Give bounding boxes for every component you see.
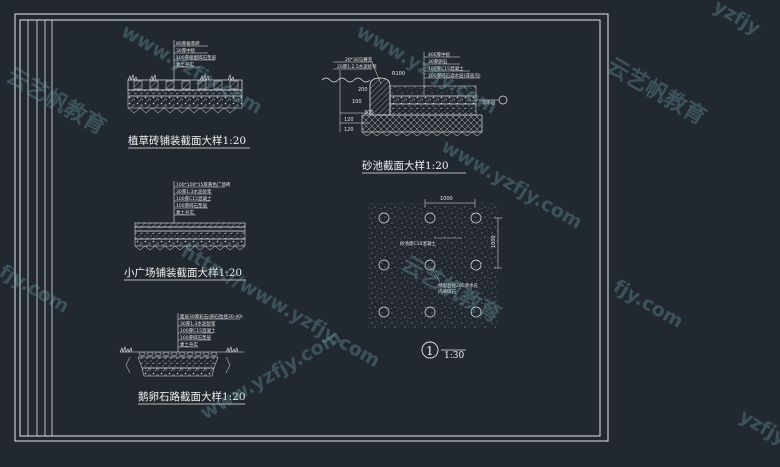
pebble-layer-4: 100厚碎石垫层: [180, 334, 212, 341]
detail-marker-scale: 1:30: [444, 351, 464, 361]
pebble-section: 面层30厚彩石(卵石粒径30-40) 30厚1:3水泥砂浆 100厚C15混凝土…: [119, 313, 246, 405]
sandpit-drain-label: 滤水层: [482, 99, 496, 106]
pebble-layer-3: 100厚C15混凝土: [180, 327, 216, 334]
sandpit-title: 砂池截面大样1:20: [362, 159, 449, 172]
grass-layer-1: 80厚植草砖: [176, 40, 200, 47]
grass-paver-section: 80厚植草砖 30厚中砂 100厚级配碎石垫层 素土夯实 植草砖铺装截面大样1:…: [127, 40, 250, 149]
drain-plan: 1000 1000 砂池底C10混凝土 预留直径200渗水孔 内填碎石 1 1:…: [368, 196, 502, 361]
sandpit-note-pebble: 30厚卵石: [428, 58, 448, 65]
grass-layer-3: 100厚级配碎石垫层: [176, 54, 217, 61]
plaza-layer-5: 素土夯实: [176, 209, 194, 216]
drain-dim-horizontal: 1000: [440, 196, 453, 202]
grass-paver-title: 植草砖铺装截面大样1:20: [128, 134, 246, 147]
sandpit-note-mosaic: 20*30马赛克: [345, 56, 373, 63]
pebble-layer-5: 素土夯实: [180, 341, 198, 348]
dim-120a: 120: [344, 117, 354, 123]
dim-100: 100: [352, 99, 362, 105]
detail-marker-circle: [421, 341, 439, 359]
detail-marker-number: 1: [426, 344, 434, 358]
plaza-section: 100*100*15厚黄色广场砖 30厚1:3水泥砂浆 100厚C15混凝土 1…: [124, 181, 246, 281]
sheet-border: [14, 13, 609, 442]
grass-layer-2: 30厚中砂: [176, 47, 196, 54]
sandpit-note-drain: 100厚碎石滤水层(或盲沟): [428, 72, 481, 79]
plaza-layer-3: 100厚C15混凝土: [176, 195, 212, 202]
dim-200: 200: [358, 87, 368, 93]
drain-note-fill: 内填碎石: [438, 288, 456, 295]
dim-r100: R100: [392, 71, 405, 77]
sandpit-note-mortar: 20厚1:2.5水泥砂浆: [337, 63, 377, 70]
plaza-title: 小广场铺装截面大样1:20: [124, 266, 242, 279]
pebble-layer-2: 30厚1:3水泥砂浆: [180, 320, 216, 327]
plaza-layer-4: 100厚碎石垫层: [176, 202, 208, 209]
grass-layer-4: 素土夯实: [176, 61, 194, 68]
pebble-title: 鹅卵石路截面大样1:20: [138, 390, 246, 403]
sandpit-section: 20*30马赛克 20厚1:2.5水泥砂浆 400厚中砂 30厚卵石 100厚C…: [321, 51, 508, 174]
plaza-layer-2: 30厚1:3水泥砂浆: [176, 188, 212, 195]
dim-300: 300: [364, 110, 374, 116]
dim-120b: 120: [344, 127, 354, 133]
plaza-layer-1: 100*100*15厚黄色广场砖: [176, 181, 231, 188]
pebble-layer-1: 面层30厚彩石(卵石粒径30-40): [180, 313, 243, 320]
drain-note-concrete: 砂池底C10混凝土: [400, 240, 436, 247]
drain-dim-vertical: 1000: [491, 235, 497, 248]
sandpit-note-sand: 400厚中砂: [428, 51, 451, 58]
drain-note-hole: 预留直径200渗水孔: [438, 282, 479, 289]
sandpit-note-concrete: 100厚C15混凝土: [428, 65, 464, 72]
